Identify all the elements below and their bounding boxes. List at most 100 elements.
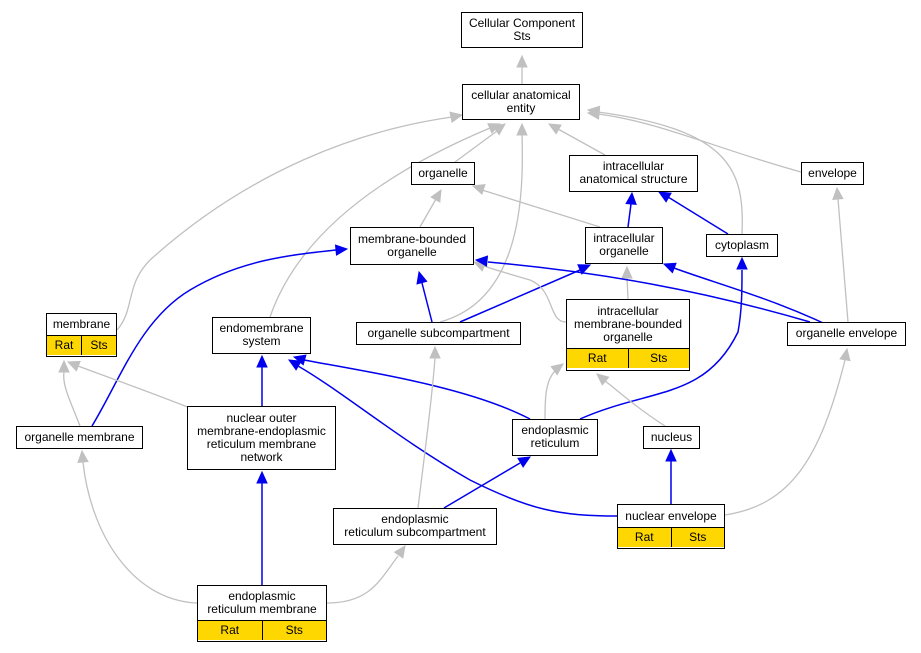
edge-line <box>82 461 198 604</box>
edge-line <box>603 379 666 427</box>
edge-line <box>116 116 453 331</box>
tag-rat: Rat <box>47 336 81 355</box>
edge-arrowhead <box>550 363 564 376</box>
tag-rat: Rat <box>618 528 671 547</box>
edge-arrowhead <box>517 456 532 468</box>
edge-arrowhead <box>334 244 349 256</box>
edge-arrowhead <box>471 183 486 195</box>
node-membrane-bounded-organelle[interactable]: membrane-bounded organelle <box>350 227 474 265</box>
edge-line <box>483 265 567 323</box>
edge-osub-mbo <box>416 270 433 323</box>
edge-arrowhead <box>547 123 562 135</box>
edge-nomern-endomembrane <box>256 354 268 406</box>
edge-line <box>91 249 337 427</box>
edge-erm-omem <box>77 449 198 604</box>
node-intracellular-organelle[interactable]: intracellular organelle <box>585 227 663 264</box>
node-nucleus[interactable]: nucleus <box>643 426 700 449</box>
node-endomembrane-system[interactable]: endomembrane system <box>212 317 311 354</box>
edge-arrowhead <box>662 262 677 274</box>
edge-arrowhead <box>516 54 528 68</box>
node-label: intracellular anatomical structure <box>579 159 688 186</box>
tag-sts: Sts <box>627 349 689 368</box>
edge-ersub-osub <box>417 345 441 509</box>
edge-line <box>454 130 498 163</box>
edge-arrowhead <box>58 359 70 373</box>
node-nuclear-envelope[interactable]: nuclear envelope Rat Sts <box>617 504 725 549</box>
edge-arrowhead <box>839 347 851 362</box>
edge-line <box>557 128 606 156</box>
edge-osub-cae <box>439 122 528 323</box>
node-er-subcompartment[interactable]: endoplasmic reticulum subcompartment <box>333 508 497 545</box>
node-cytoplasm[interactable]: cytoplasm <box>706 234 778 257</box>
edge-imbo-io <box>621 265 633 300</box>
node-label: endoplasmic reticulum subcompartment <box>344 512 486 539</box>
edge-nucleus-imbo <box>596 373 666 427</box>
tag-rat: Rat <box>198 621 262 640</box>
edge-arrowhead <box>657 191 672 203</box>
edge-io-organelle <box>471 183 601 228</box>
node-cellular-anatomical-entity[interactable]: cellular anatomical entity <box>462 84 580 120</box>
edge-line <box>597 113 802 173</box>
node-organelle-envelope[interactable]: organelle envelope <box>787 322 906 346</box>
node-label: cytoplasm <box>714 237 770 252</box>
node-er-membrane[interactable]: endoplasmic reticulum membrane Rat Sts <box>197 585 327 642</box>
node-intracellular-membrane-bounded-organelle[interactable]: intracellular membrane-bounded organelle… <box>566 299 690 371</box>
edge-line <box>419 198 437 228</box>
edge-line <box>837 198 849 323</box>
edge-oenv-envelope <box>832 186 849 323</box>
annotation-tags: Rat Sts <box>47 335 116 355</box>
node-cellular-component[interactable]: Cellular Component Sts <box>461 12 583 48</box>
edge-mbo-organelle <box>419 188 442 228</box>
edge-ersub-er <box>443 456 532 509</box>
edge-arrowhead <box>474 255 489 267</box>
edge-arrowhead <box>665 448 677 462</box>
edge-line <box>303 359 531 420</box>
edge-er-imbo <box>544 363 564 420</box>
node-label: endoplasmic reticulum membrane <box>207 589 317 616</box>
edge-arrowhead <box>429 345 441 359</box>
edge-line <box>544 369 557 420</box>
node-organelle-subcompartment[interactable]: organelle subcompartment <box>356 322 521 345</box>
edge-nenv-oenv <box>724 347 851 516</box>
node-organelle-membrane[interactable]: organelle membrane <box>16 426 143 449</box>
edge-arrowhead <box>430 188 442 203</box>
edge-cytoplasm-cae <box>586 105 743 235</box>
node-nuclear-outer-membrane-er-network[interactable]: nuclear outer membrane-endoplasmic retic… <box>187 406 336 470</box>
edge-line <box>626 276 629 300</box>
edge-arrowhead <box>416 270 428 285</box>
node-label: nuclear envelope <box>625 508 717 523</box>
edge-arrowhead <box>287 359 302 371</box>
edge-line <box>724 359 846 516</box>
node-membrane[interactable]: membrane Rat Sts <box>46 313 117 357</box>
node-label: intracellular membrane-bounded organelle <box>573 303 683 344</box>
edge-arrowhead <box>577 264 592 275</box>
edge-line <box>417 357 436 509</box>
edge-arrowhead <box>66 360 81 372</box>
node-label: membrane <box>52 317 111 331</box>
node-label: organelle envelope <box>795 326 898 340</box>
edge-omem-membrane <box>58 359 81 427</box>
edge-cae-cc <box>516 54 528 84</box>
node-intracellular-anatomical-structure[interactable]: intracellular anatomical structure <box>569 155 698 192</box>
edge-erm-nomern <box>256 470 268 585</box>
edge-line <box>297 365 618 517</box>
node-envelope[interactable]: envelope <box>801 162 864 185</box>
edge-oenv-mbo <box>474 255 811 323</box>
edge-arrowhead <box>516 122 528 136</box>
edge-er-cytoplasm <box>579 256 748 420</box>
edge-arrowhead <box>596 373 610 386</box>
edge-line <box>597 111 743 235</box>
node-label: membrane-bounded organelle <box>357 231 467 259</box>
edge-membrane-cae <box>116 111 464 331</box>
edge-arrowhead <box>621 265 633 279</box>
annotation-tags: Rat Sts <box>567 348 689 368</box>
edge-nenv-endomembrane <box>287 359 618 517</box>
edge-line <box>439 133 523 323</box>
edge-nenv-nucleus <box>665 448 677 504</box>
edge-arrowhead <box>393 545 406 559</box>
node-endoplasmic-reticulum[interactable]: endoplasmic reticulum <box>512 419 598 456</box>
node-organelle[interactable]: organelle <box>411 162 475 185</box>
edge-cytoplasm-ias <box>657 191 729 235</box>
